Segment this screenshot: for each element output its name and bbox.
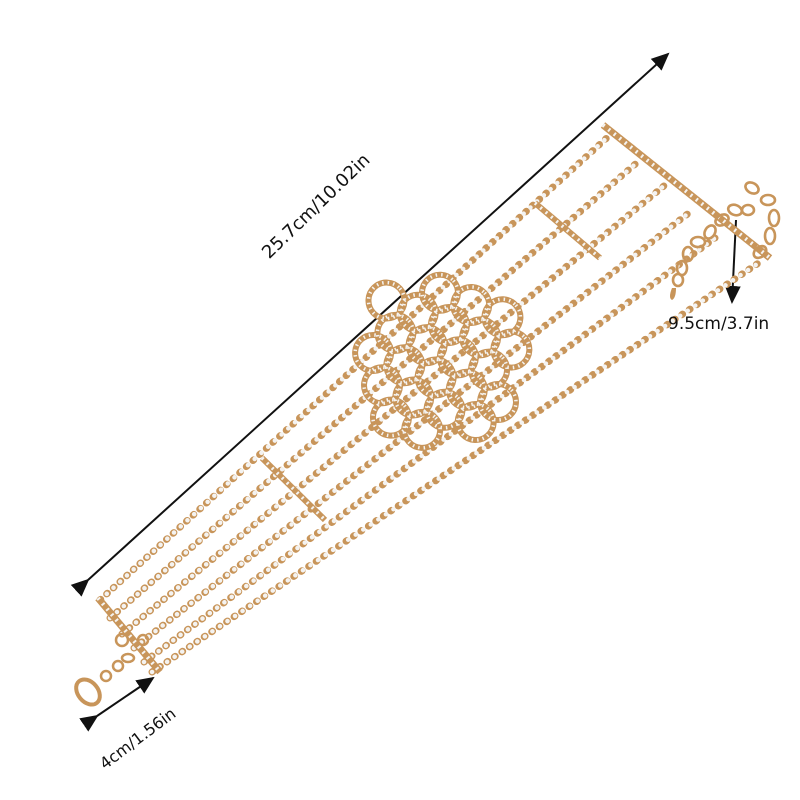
extender-length-label: 9.5cm/3.7in bbox=[668, 314, 770, 334]
extender-chain bbox=[671, 181, 781, 288]
lobster-clasp bbox=[74, 632, 150, 707]
drop-charm bbox=[670, 288, 676, 300]
left-end-bar bbox=[95, 595, 163, 675]
rhinestone-strands bbox=[96, 131, 764, 676]
width-arrow-icon bbox=[79, 676, 155, 732]
lattice-centerpiece bbox=[352, 271, 533, 451]
